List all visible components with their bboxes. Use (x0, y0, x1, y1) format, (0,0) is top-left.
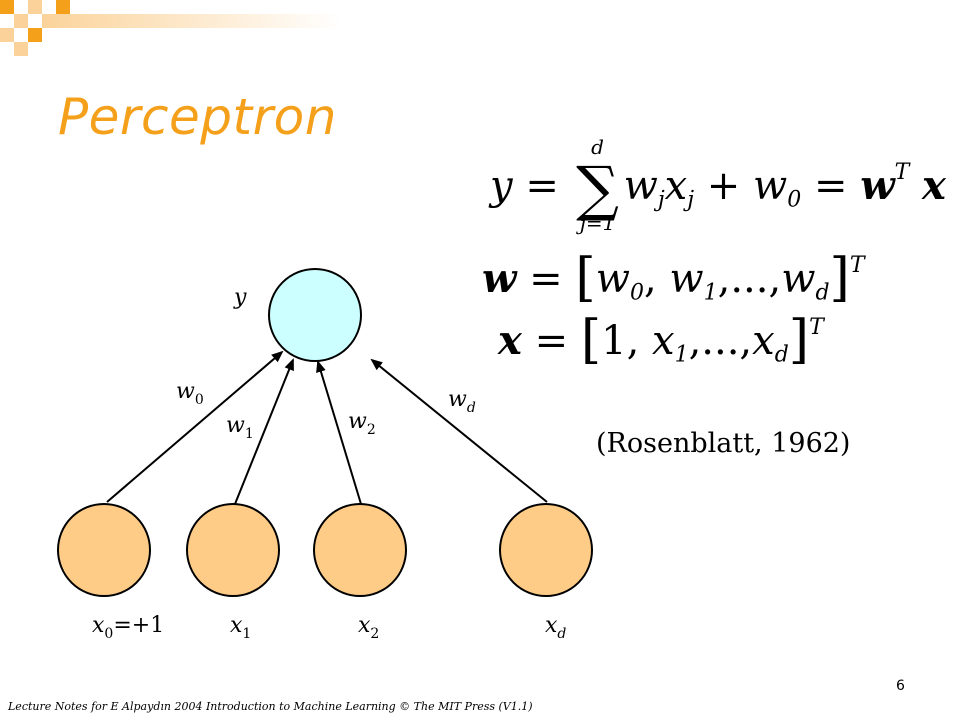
eq-y: y (490, 162, 513, 209)
x-def-open: [ (580, 310, 602, 370)
eq-plus: + (706, 162, 741, 209)
sum-lower-limit: j=1 (579, 210, 616, 235)
eq-term-x-sub: j (687, 187, 695, 213)
eq-vec-w: w (860, 161, 895, 209)
w-def-w1: w (669, 255, 704, 302)
x-def-equals: = (534, 317, 569, 364)
edge-w1 (234, 358, 294, 505)
w-def-transpose: T (849, 253, 865, 279)
input-vector-definition: x = [1, x1,...,xd]T (498, 310, 824, 370)
w-def-sep2: ,..., (717, 255, 782, 302)
x-def-sep2: ,..., (688, 317, 753, 364)
x-def-x1-sub: 1 (674, 342, 689, 368)
input-label-x2: x2 (358, 613, 379, 642)
eq-w0-sub: 0 (787, 187, 802, 213)
w-def-sep1: , (643, 255, 670, 302)
edge-w2 (316, 360, 362, 505)
eq-w0: w (752, 162, 788, 209)
x-def-one: 1 (601, 317, 627, 364)
w-def-close: ] (829, 248, 850, 308)
w-def-w0-sub: 0 (629, 280, 644, 306)
x-def-xd-sub: d (774, 342, 789, 368)
weight-vector-definition: w = [w0, w1,...,wd]T (482, 248, 865, 308)
eq-vec-x: x (922, 161, 946, 209)
eq-term-x: x (664, 162, 688, 209)
x-def-transpose: T (809, 315, 824, 341)
edge-label-wd: wd (448, 387, 476, 416)
edge-label-w1: w1 (226, 413, 254, 442)
edge-label-w2: w2 (348, 409, 376, 438)
x-def-lhs: x (498, 316, 522, 364)
w-def-w0: w (595, 255, 630, 302)
eq-transpose: T (894, 160, 910, 185)
w-def-wd-sub: d (815, 280, 830, 306)
output-node (268, 268, 362, 362)
w-def-open: [ (575, 248, 596, 308)
eq-term-w-sub: j (657, 187, 665, 213)
input-node-x0 (57, 503, 151, 597)
x-def-sep1: , (626, 317, 652, 364)
w-def-equals: = (529, 255, 563, 302)
edge-wd (370, 358, 548, 503)
eq-equals-2: = (813, 162, 848, 209)
x-def-x1: x (652, 317, 675, 364)
x-def-xd: x (752, 317, 775, 364)
input-node-x2 (313, 503, 407, 597)
perceptron-equation: y = d ∑ j=1 wjxj + w0 = wT x (490, 135, 946, 235)
input-label-x1: x1 (230, 613, 251, 642)
output-label: y (233, 285, 247, 310)
citation: (Rosenblatt, 1962) (596, 428, 851, 459)
w-def-lhs: w (482, 254, 517, 302)
sum-upper-limit: d (591, 134, 604, 159)
eq-equals: = (525, 162, 559, 209)
edge-label-w0: w0 (176, 379, 204, 408)
input-node-xd (499, 503, 593, 597)
w-def-w1-sub: 1 (703, 280, 718, 306)
slide-title: Perceptron (58, 88, 337, 146)
eq-term-w: w (623, 162, 658, 209)
edge-w0 (106, 350, 284, 503)
input-label-x0: x0=+1 (92, 613, 164, 642)
footer-text: Lecture Notes for E Alpaydın 2004 Introd… (8, 700, 533, 713)
input-label-xd: xd (545, 613, 566, 642)
w-def-wd: w (781, 255, 816, 302)
input-node-x1 (186, 503, 280, 597)
x-def-close: ] (788, 310, 810, 370)
page-number: 6 (896, 678, 905, 694)
